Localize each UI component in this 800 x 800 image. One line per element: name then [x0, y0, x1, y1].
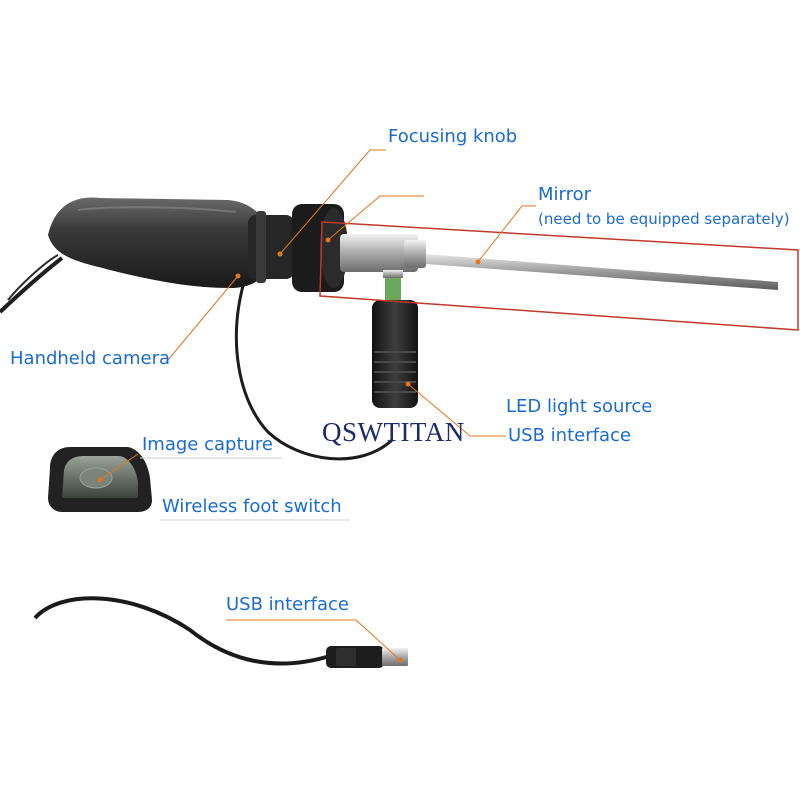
label-led-light-source: LED light source [506, 396, 653, 417]
foot-switch-cable [234, 281, 394, 461]
label-usb-interface-bottom: USB interface [226, 594, 349, 615]
scope-collar [404, 240, 426, 268]
light-post [385, 272, 401, 302]
camera-grip-highlight [77, 206, 237, 213]
leader-focusing-knob [279, 149, 386, 255]
label-image-capture: Image capture [142, 434, 273, 455]
leader-image-capture [99, 453, 139, 481]
camera-coupler [248, 215, 294, 279]
leader-mirror [477, 205, 536, 263]
label-focusing-knob: Focusing knob [388, 126, 518, 147]
usb-cable [33, 596, 331, 666]
handheld-camera-body [48, 197, 270, 288]
leader-dots [97, 237, 481, 663]
camera-coupler-ring [256, 211, 266, 283]
foot-switch-button [79, 467, 113, 489]
leader-lines [99, 149, 536, 661]
watermark: QSWTITAN [322, 417, 465, 447]
usb-plug-metal [382, 648, 408, 666]
label-underlines [140, 457, 350, 521]
usb-plug-grip [336, 648, 356, 666]
scope-rod [426, 254, 778, 290]
light-post-metal [383, 270, 403, 278]
label-handheld-camera: Handheld camera [10, 348, 170, 369]
label-wireless-foot-switch: Wireless foot switch [162, 496, 342, 517]
leader-handheld-camera [167, 275, 239, 361]
led-fins [374, 351, 416, 393]
leader-coupler [327, 195, 424, 241]
label-usb-interface-top: USB interface [508, 425, 631, 446]
label-mirror-note: (need to be equipped separately) [538, 210, 790, 228]
label-mirror: Mirror [538, 184, 592, 205]
camera-cable-lower [7, 254, 59, 301]
scope-head [340, 234, 418, 272]
mirror-highlight-box [319, 221, 799, 331]
leader-led [407, 383, 506, 437]
leader-usb-bottom [226, 619, 401, 661]
camera-cable [0, 256, 64, 314]
